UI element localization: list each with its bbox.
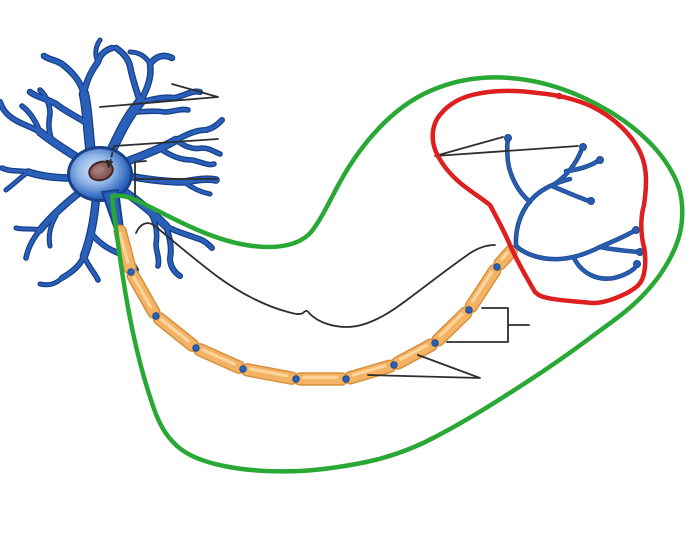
myelin-sheath: [114, 226, 517, 385]
node-of-ranvier-dot: [342, 375, 350, 383]
myelin-sheath-highlight: [118, 232, 509, 379]
terminal-bouton: [633, 260, 641, 268]
dendrites: [0, 38, 224, 286]
red-region-outline: [430, 88, 649, 306]
axon-terminals: [505, 137, 640, 281]
terminal-bouton: [596, 156, 604, 164]
myelin-sheath-pointer: [367, 354, 481, 379]
node-of-ranvier-dot: [431, 339, 439, 347]
nodes-of-ranvier: [127, 263, 501, 383]
terminal-bouton: [579, 143, 587, 151]
axon-pointer-curve: [135, 222, 496, 328]
nucleus-pointer-arrowhead: [105, 159, 114, 168]
node-of-ranvier-dot: [239, 365, 247, 373]
node-of-ranvier-dot: [292, 375, 300, 383]
terminal-boutons: [504, 134, 644, 268]
nucleus: [88, 160, 114, 182]
terminal-bouton: [587, 197, 595, 205]
node-of-ranvier-bracket: [446, 307, 530, 343]
red-outline-blob: [555, 92, 563, 100]
node-of-ranvier-dot: [390, 361, 398, 369]
terminal-bouton: [632, 226, 640, 234]
node-of-ranvier-dot: [192, 344, 200, 352]
myelin-sheath-outline: [113, 224, 518, 386]
label-lines: [99, 83, 579, 379]
axon-terminals-pointer: [434, 136, 579, 157]
cell-body-bracket: [134, 160, 218, 198]
node-of-ranvier-dot: [465, 306, 473, 314]
nucleus-pointer-shaft: [113, 138, 219, 147]
node-of-ranvier-dot: [127, 268, 135, 276]
node-of-ranvier-dot: [493, 263, 501, 271]
node-of-ranvier-dot: [152, 312, 160, 320]
dendrites-pointer: [99, 83, 219, 108]
green-region-outline: [109, 75, 685, 474]
terminal-bouton: [504, 134, 512, 142]
